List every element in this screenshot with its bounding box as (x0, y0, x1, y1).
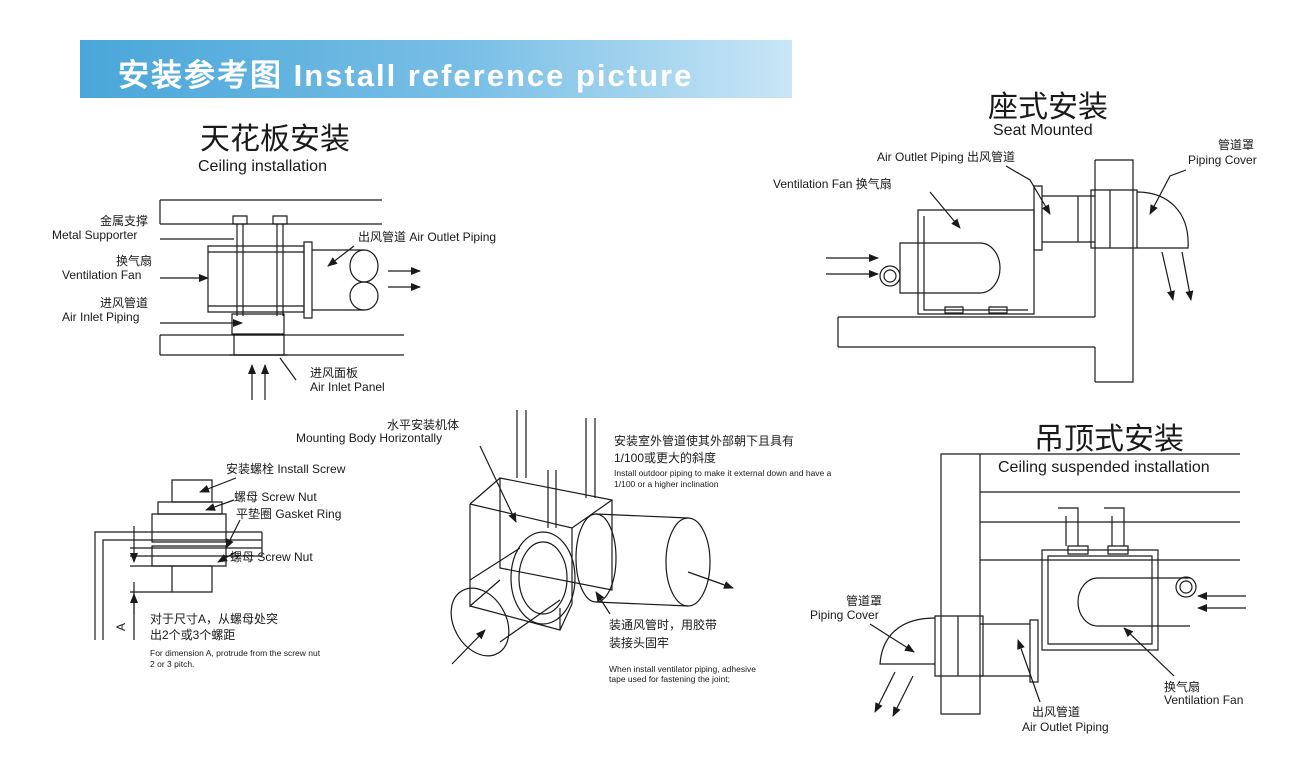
mount-body-label-en: Mounting Body Horizontally (296, 431, 443, 445)
inlet-panel-label-en: Air Inlet Panel (310, 380, 385, 394)
ceiling-outlet-piping-label: 出风管道 Air Outlet Piping (358, 230, 497, 244)
ceiling-installation-drawing (160, 200, 421, 400)
seat-outlet-piping-label: Air Outlet Piping 出风管道 (877, 150, 1016, 164)
seat-fan-label: Ventilation Fan 换气扇 (773, 177, 892, 191)
ceiling-title-cn: 天花板安装 (200, 123, 350, 156)
screw-detail-drawing (95, 478, 262, 640)
ceiling-suspended-drawing (870, 454, 1246, 717)
seat-cover-label-cn: 管道罩 (1218, 138, 1255, 152)
inlet-piping-label-cn: 进风管道 (100, 296, 149, 310)
inlet-piping-label-en: Air Inlet Piping (62, 310, 140, 324)
mount-body-label-cn: 水平安装机体 (387, 418, 460, 432)
screw-nut-bottom-label: 螺母 Screw Nut (230, 550, 313, 564)
ceiling-fan-label-en: Ventilation Fan (62, 268, 142, 282)
suspended-title-cn: 吊顶式安装 (1034, 423, 1184, 456)
screw-note-en-2: 2 or 3 pitch. (150, 659, 195, 669)
suspended-fan-label-en: Ventilation Fan (1164, 693, 1244, 707)
ceiling-fan-label-cn: 换气扇 (116, 254, 153, 268)
metal-supporter-label-cn: 金属支撑 (100, 214, 149, 228)
suspended-fan-label-cn: 换气扇 (1164, 680, 1201, 694)
gasket-ring-label: 平垫圈 Gasket Ring (236, 507, 342, 521)
screw-note-en-1: For dimension A, protrude from the screw… (150, 648, 321, 658)
outdoor-note-cn-2: 1/100或更大的斜度 (614, 451, 717, 465)
screw-note-cn-2: 出2个或3个螺距 (150, 628, 236, 642)
seat-title-cn: 座式安装 (988, 91, 1108, 124)
tape-note-cn-2: 装接头固牢 (609, 636, 670, 650)
suspended-cover-label-cn: 管道罩 (846, 594, 883, 608)
seat-mounted-drawing (826, 160, 1194, 382)
outdoor-note-en-1: Install outdoor piping to make it extern… (614, 468, 832, 478)
banner-title: 安装参考图 Install reference picture (118, 58, 694, 93)
screw-nut-top-label: 螺母 Screw Nut (234, 490, 317, 504)
seat-title-en: Seat Mounted (993, 122, 1093, 139)
suspended-outlet-label-en: Air Outlet Piping (1022, 720, 1109, 734)
tape-note-en-2: tape used for fastening the joint; (609, 674, 730, 684)
suspended-title-en: Ceiling suspended installation (998, 459, 1210, 476)
metal-supporter-label-en: Metal Supporter (52, 228, 138, 242)
tape-note-en-1: When install ventilator piping, adhesive (609, 664, 756, 674)
inlet-panel-label-cn: 进风面板 (310, 366, 359, 380)
mounting-body-drawing (439, 410, 734, 666)
suspended-cover-label-en: Piping Cover (810, 608, 879, 622)
header-banner: 安装参考图 Install reference picture (80, 40, 792, 98)
screw-note-cn-1: 对于尺寸A，从螺母处突 (150, 612, 279, 626)
outdoor-note-cn-1: 安装室外管道使其外部朝下且具有 (614, 434, 795, 448)
ceiling-title-en: Ceiling installation (198, 158, 327, 175)
outdoor-note-en-2: 1/100 or a higher inclination (614, 479, 719, 489)
install-screw-label: 安装螺栓 Install Screw (226, 462, 346, 476)
dimension-a-label: A (114, 622, 129, 632)
suspended-outlet-label-cn: 出风管道 (1032, 705, 1081, 719)
seat-cover-label-en: Piping Cover (1188, 153, 1257, 167)
tape-note-cn-1: 装通风管时，用胶带 (609, 618, 718, 632)
